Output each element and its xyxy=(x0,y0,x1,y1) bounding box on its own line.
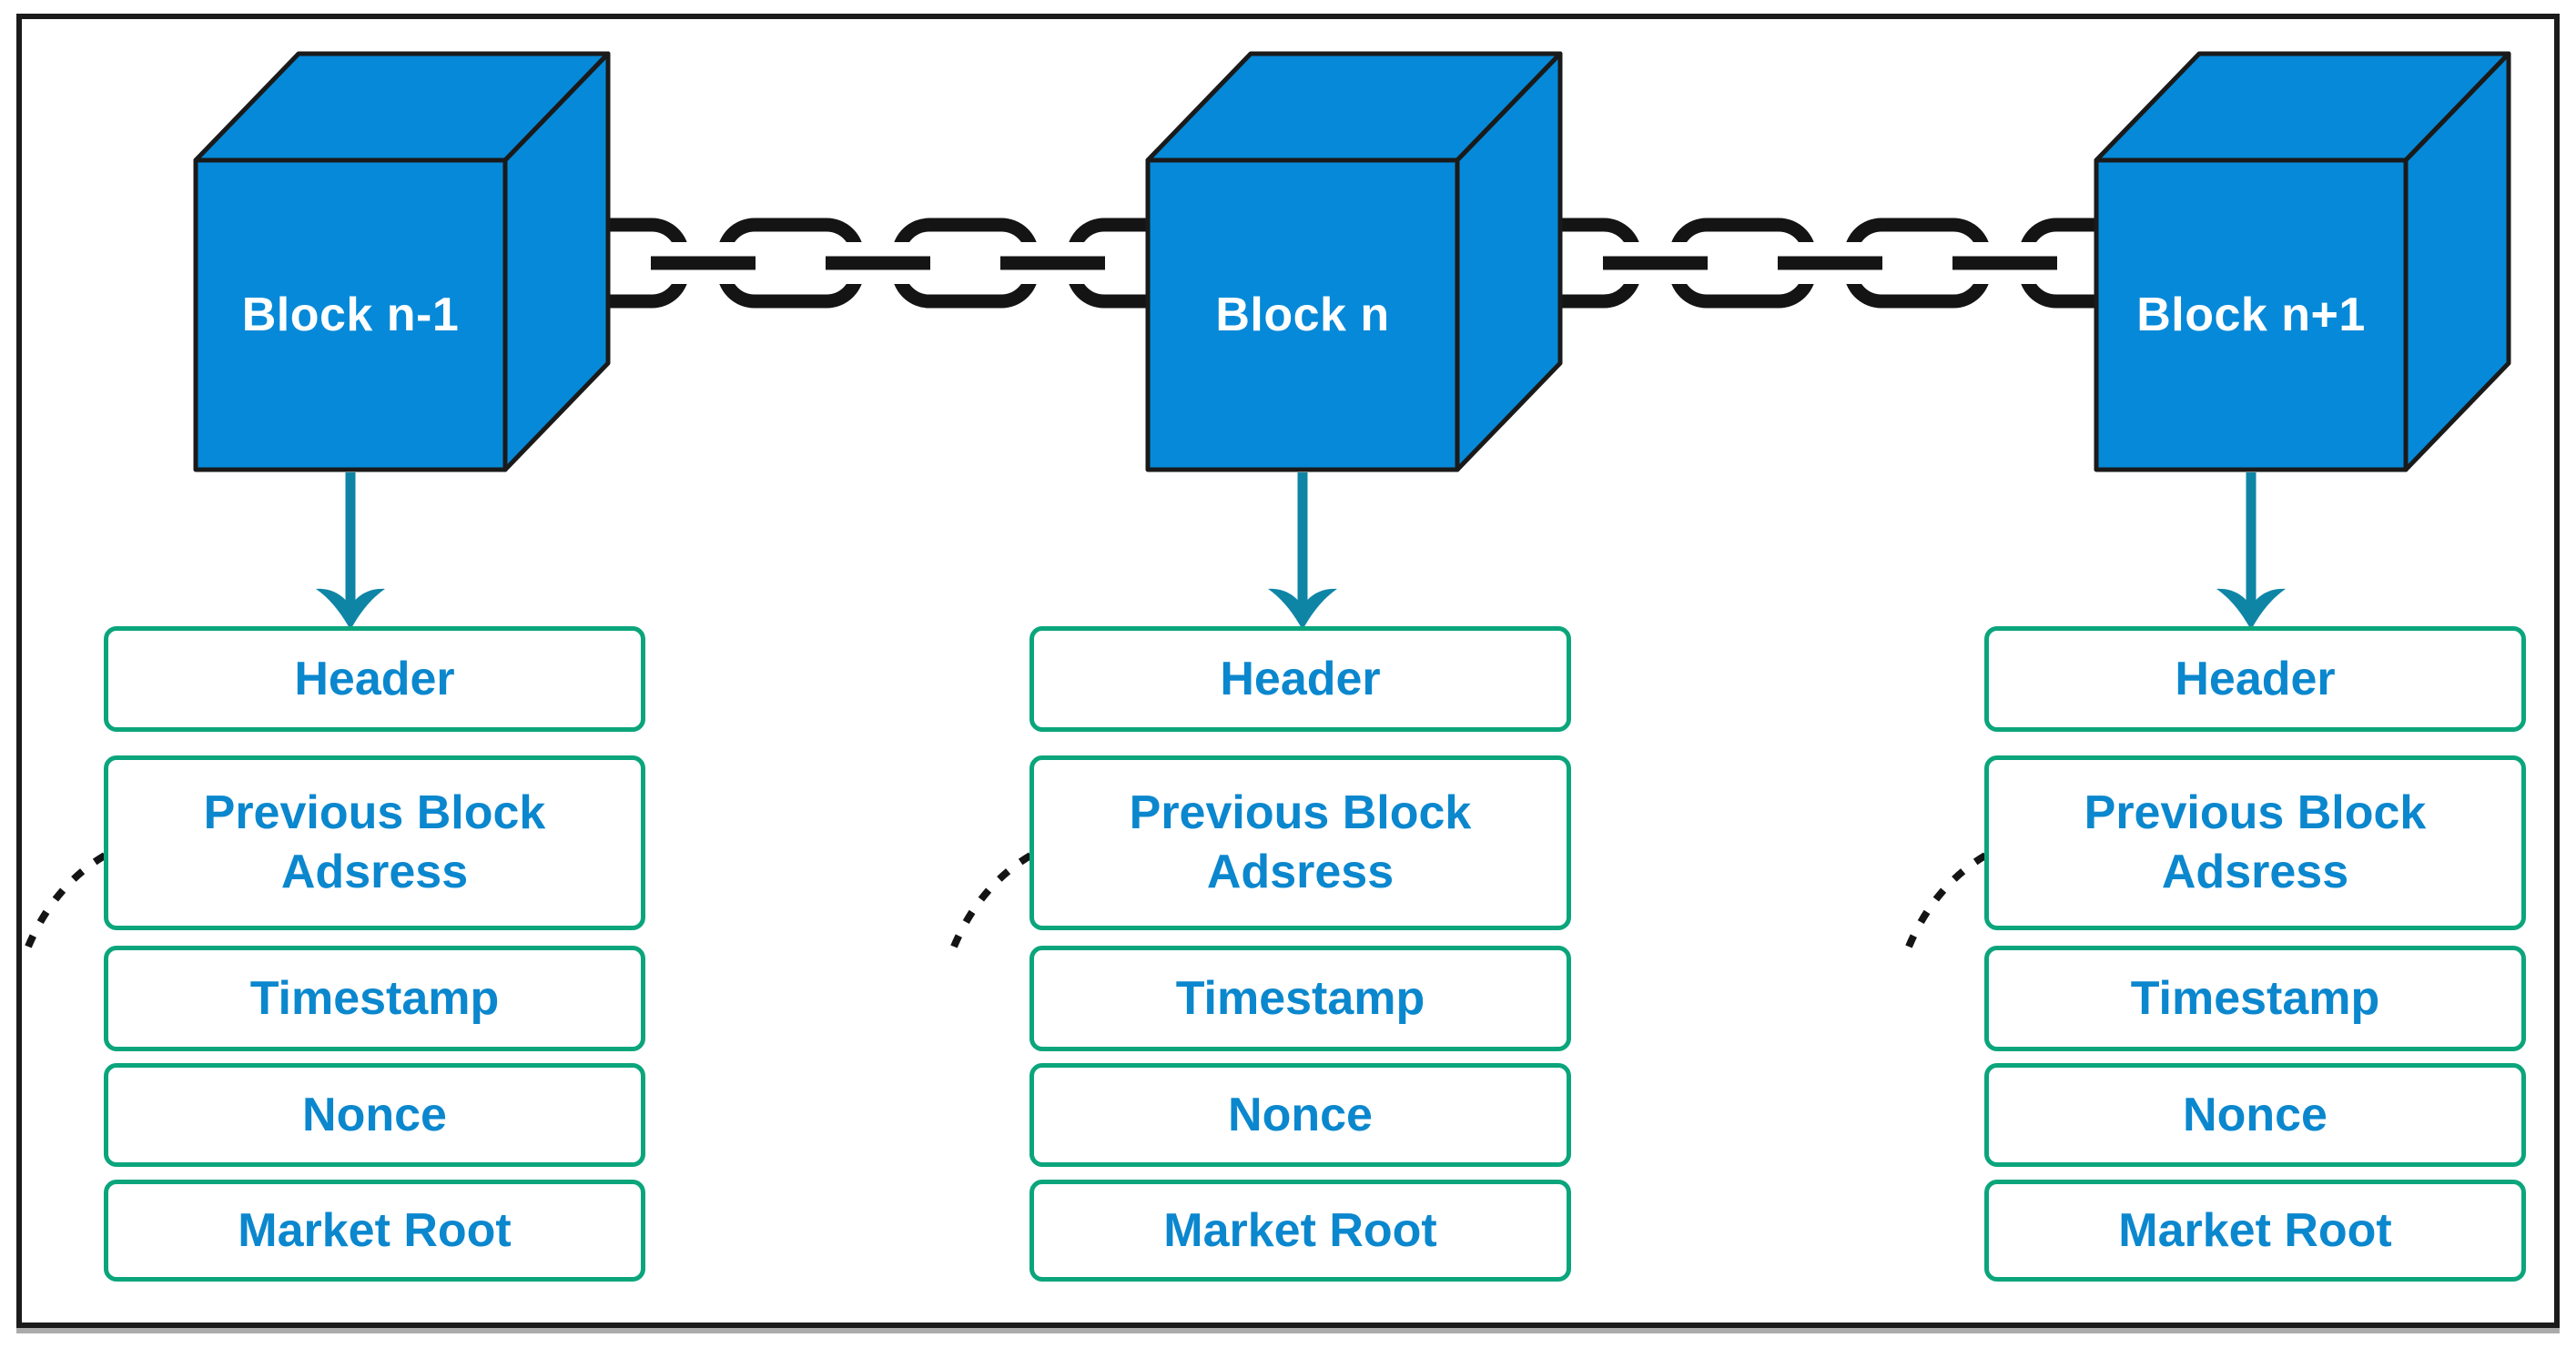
field-box-header: Header xyxy=(1984,626,2526,732)
cube-block-n-1 xyxy=(193,51,611,472)
field-box-nonce: Nonce xyxy=(1984,1063,2526,1167)
down-arrow-icon xyxy=(1268,472,1337,630)
cube-block-n-plus-1 xyxy=(2094,51,2511,472)
down-arrow-icon xyxy=(2216,472,2286,630)
field-box-nonce: Nonce xyxy=(1029,1063,1571,1167)
field-box-header: Header xyxy=(1029,626,1571,732)
field-box-timestamp: Timestamp xyxy=(104,946,645,1051)
field-box-previous-block: Previous Block Adsress xyxy=(1029,755,1571,930)
field-box-market-root: Market Root xyxy=(104,1180,645,1282)
field-box-market-root: Market Root xyxy=(1984,1180,2526,1282)
field-box-header: Header xyxy=(104,626,645,732)
chain-link-icon xyxy=(1489,218,2171,309)
diagram-frame xyxy=(16,14,2560,1328)
field-box-nonce: Nonce xyxy=(104,1063,645,1167)
field-box-timestamp: Timestamp xyxy=(1029,946,1571,1051)
field-box-previous-block: Previous Block Adsress xyxy=(1984,755,2526,930)
chain-link-icon xyxy=(537,218,1219,309)
field-box-market-root: Market Root xyxy=(1029,1180,1571,1282)
cube-block-n xyxy=(1145,51,1563,472)
field-box-previous-block: Previous Block Adsress xyxy=(104,755,645,930)
field-box-timestamp: Timestamp xyxy=(1984,946,2526,1051)
down-arrow-icon xyxy=(316,472,385,630)
